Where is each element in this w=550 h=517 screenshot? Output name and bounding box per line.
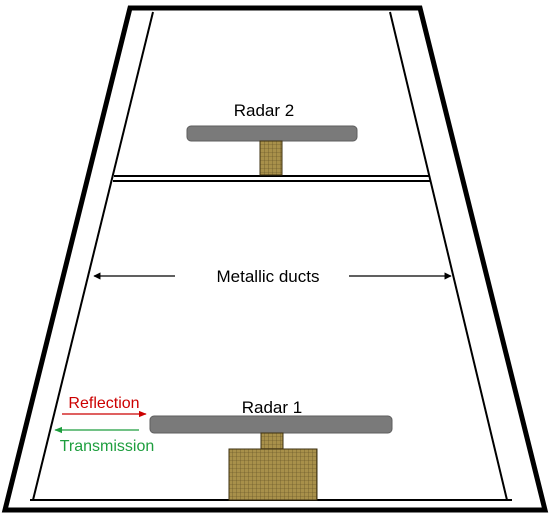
radar-1-base	[228, 448, 318, 501]
radar-2-support	[259, 140, 283, 176]
ducts-label: Metallic ducts	[217, 267, 320, 286]
radar-2-plate	[186, 125, 358, 142]
left-duct-wall	[32, 11, 154, 501]
radar-2-label: Radar 2	[234, 101, 294, 120]
radar-1-plate	[149, 415, 393, 434]
reflection-label: Reflection	[68, 395, 139, 412]
right-duct-wall	[389, 11, 508, 501]
radar-1-label: Radar 1	[242, 398, 302, 417]
radar-1-neck	[260, 432, 284, 450]
outer-enclosure	[1, 5, 549, 513]
transmission-label: Transmission	[60, 438, 155, 455]
